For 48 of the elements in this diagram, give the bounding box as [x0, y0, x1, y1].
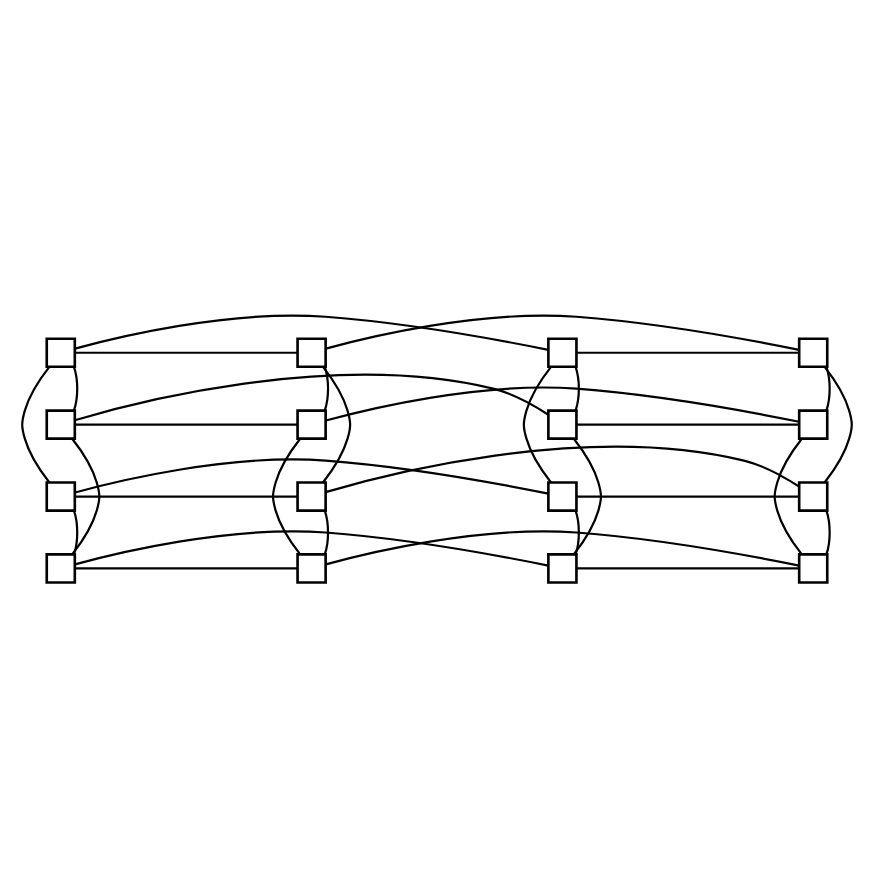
- connector: [572, 437, 603, 555]
- connector: [325, 313, 800, 350]
- connector: [72, 365, 79, 410]
- node-box: [547, 480, 578, 511]
- connector: [825, 509, 831, 554]
- connector: [74, 372, 549, 421]
- node-box: [547, 552, 578, 583]
- connector: [323, 509, 330, 554]
- connector: [323, 365, 330, 410]
- connector: [576, 350, 800, 353]
- connector: [576, 422, 800, 425]
- connector: [322, 365, 352, 483]
- connector: [75, 350, 298, 353]
- node-box: [797, 336, 829, 368]
- node-box: [296, 408, 327, 439]
- connector: [74, 529, 549, 566]
- connector: [325, 444, 800, 493]
- connector: [74, 313, 549, 350]
- connector: [74, 457, 549, 494]
- node-box: [45, 552, 77, 583]
- node-box: [296, 336, 327, 368]
- node-box: [296, 480, 327, 511]
- connector: [576, 566, 800, 569]
- node-box: [797, 480, 829, 511]
- connector: [75, 566, 298, 569]
- connector: [325, 385, 800, 422]
- connector: [271, 437, 302, 555]
- connector: [574, 509, 580, 554]
- connector: [574, 365, 580, 410]
- connector: [823, 365, 853, 483]
- connector: [75, 422, 298, 425]
- connector: [72, 509, 79, 554]
- node-box: [547, 408, 578, 439]
- node-box: [296, 552, 327, 583]
- node-box: [45, 480, 77, 511]
- node-box: [547, 336, 578, 368]
- connector: [75, 494, 298, 497]
- node-box: [797, 552, 829, 583]
- connector: [71, 437, 101, 555]
- node-box: [797, 408, 829, 439]
- node-box: [45, 336, 77, 368]
- connector: [522, 365, 552, 483]
- node-box: [45, 408, 77, 439]
- connector: [825, 365, 831, 410]
- connector: [21, 365, 51, 483]
- connector: [576, 494, 800, 497]
- connector: [325, 529, 800, 566]
- connector: [773, 437, 803, 555]
